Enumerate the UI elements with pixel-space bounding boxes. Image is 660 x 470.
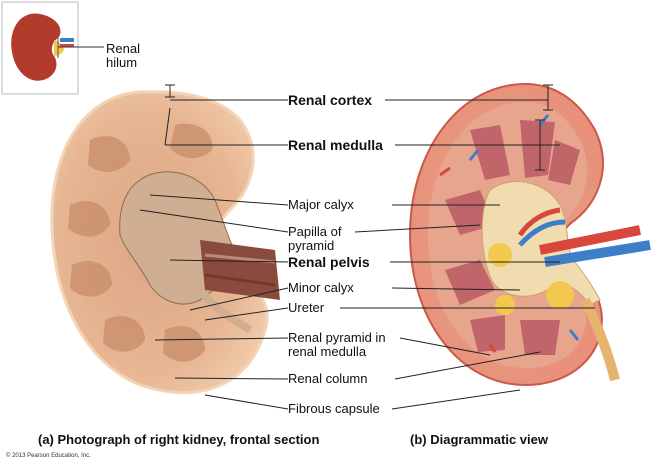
label-ureter: Ureter (288, 300, 325, 315)
label-major-calyx: Major calyx (288, 197, 354, 212)
label-renal-hilum: Renal hilum (106, 41, 140, 70)
leader-lines (139, 84, 595, 410)
diagram-kidney (408, 82, 651, 387)
caption-diagram: (b) Diagrammatic view (410, 432, 548, 447)
label-renal-medulla: Renal medulla (288, 137, 383, 153)
label-papilla-of-pyramid: Papilla of pyramid (288, 224, 342, 253)
photo-kidney (50, 90, 280, 394)
label-fibrous-capsule: Fibrous capsule (288, 401, 380, 416)
label-renal-pyramid: Renal pyramid in renal medulla (288, 330, 386, 359)
label-minor-calyx: Minor calyx (288, 280, 354, 295)
copyright-notice: © 2013 Pearson Education, Inc. (6, 453, 91, 459)
label-renal-pelvis: Renal pelvis (288, 254, 370, 270)
inset-kidney (1, 1, 104, 95)
label-renal-column: Renal column (288, 371, 368, 386)
caption-photograph: (a) Photograph of right kidney, frontal … (38, 432, 320, 447)
label-renal-cortex: Renal cortex (288, 92, 373, 108)
